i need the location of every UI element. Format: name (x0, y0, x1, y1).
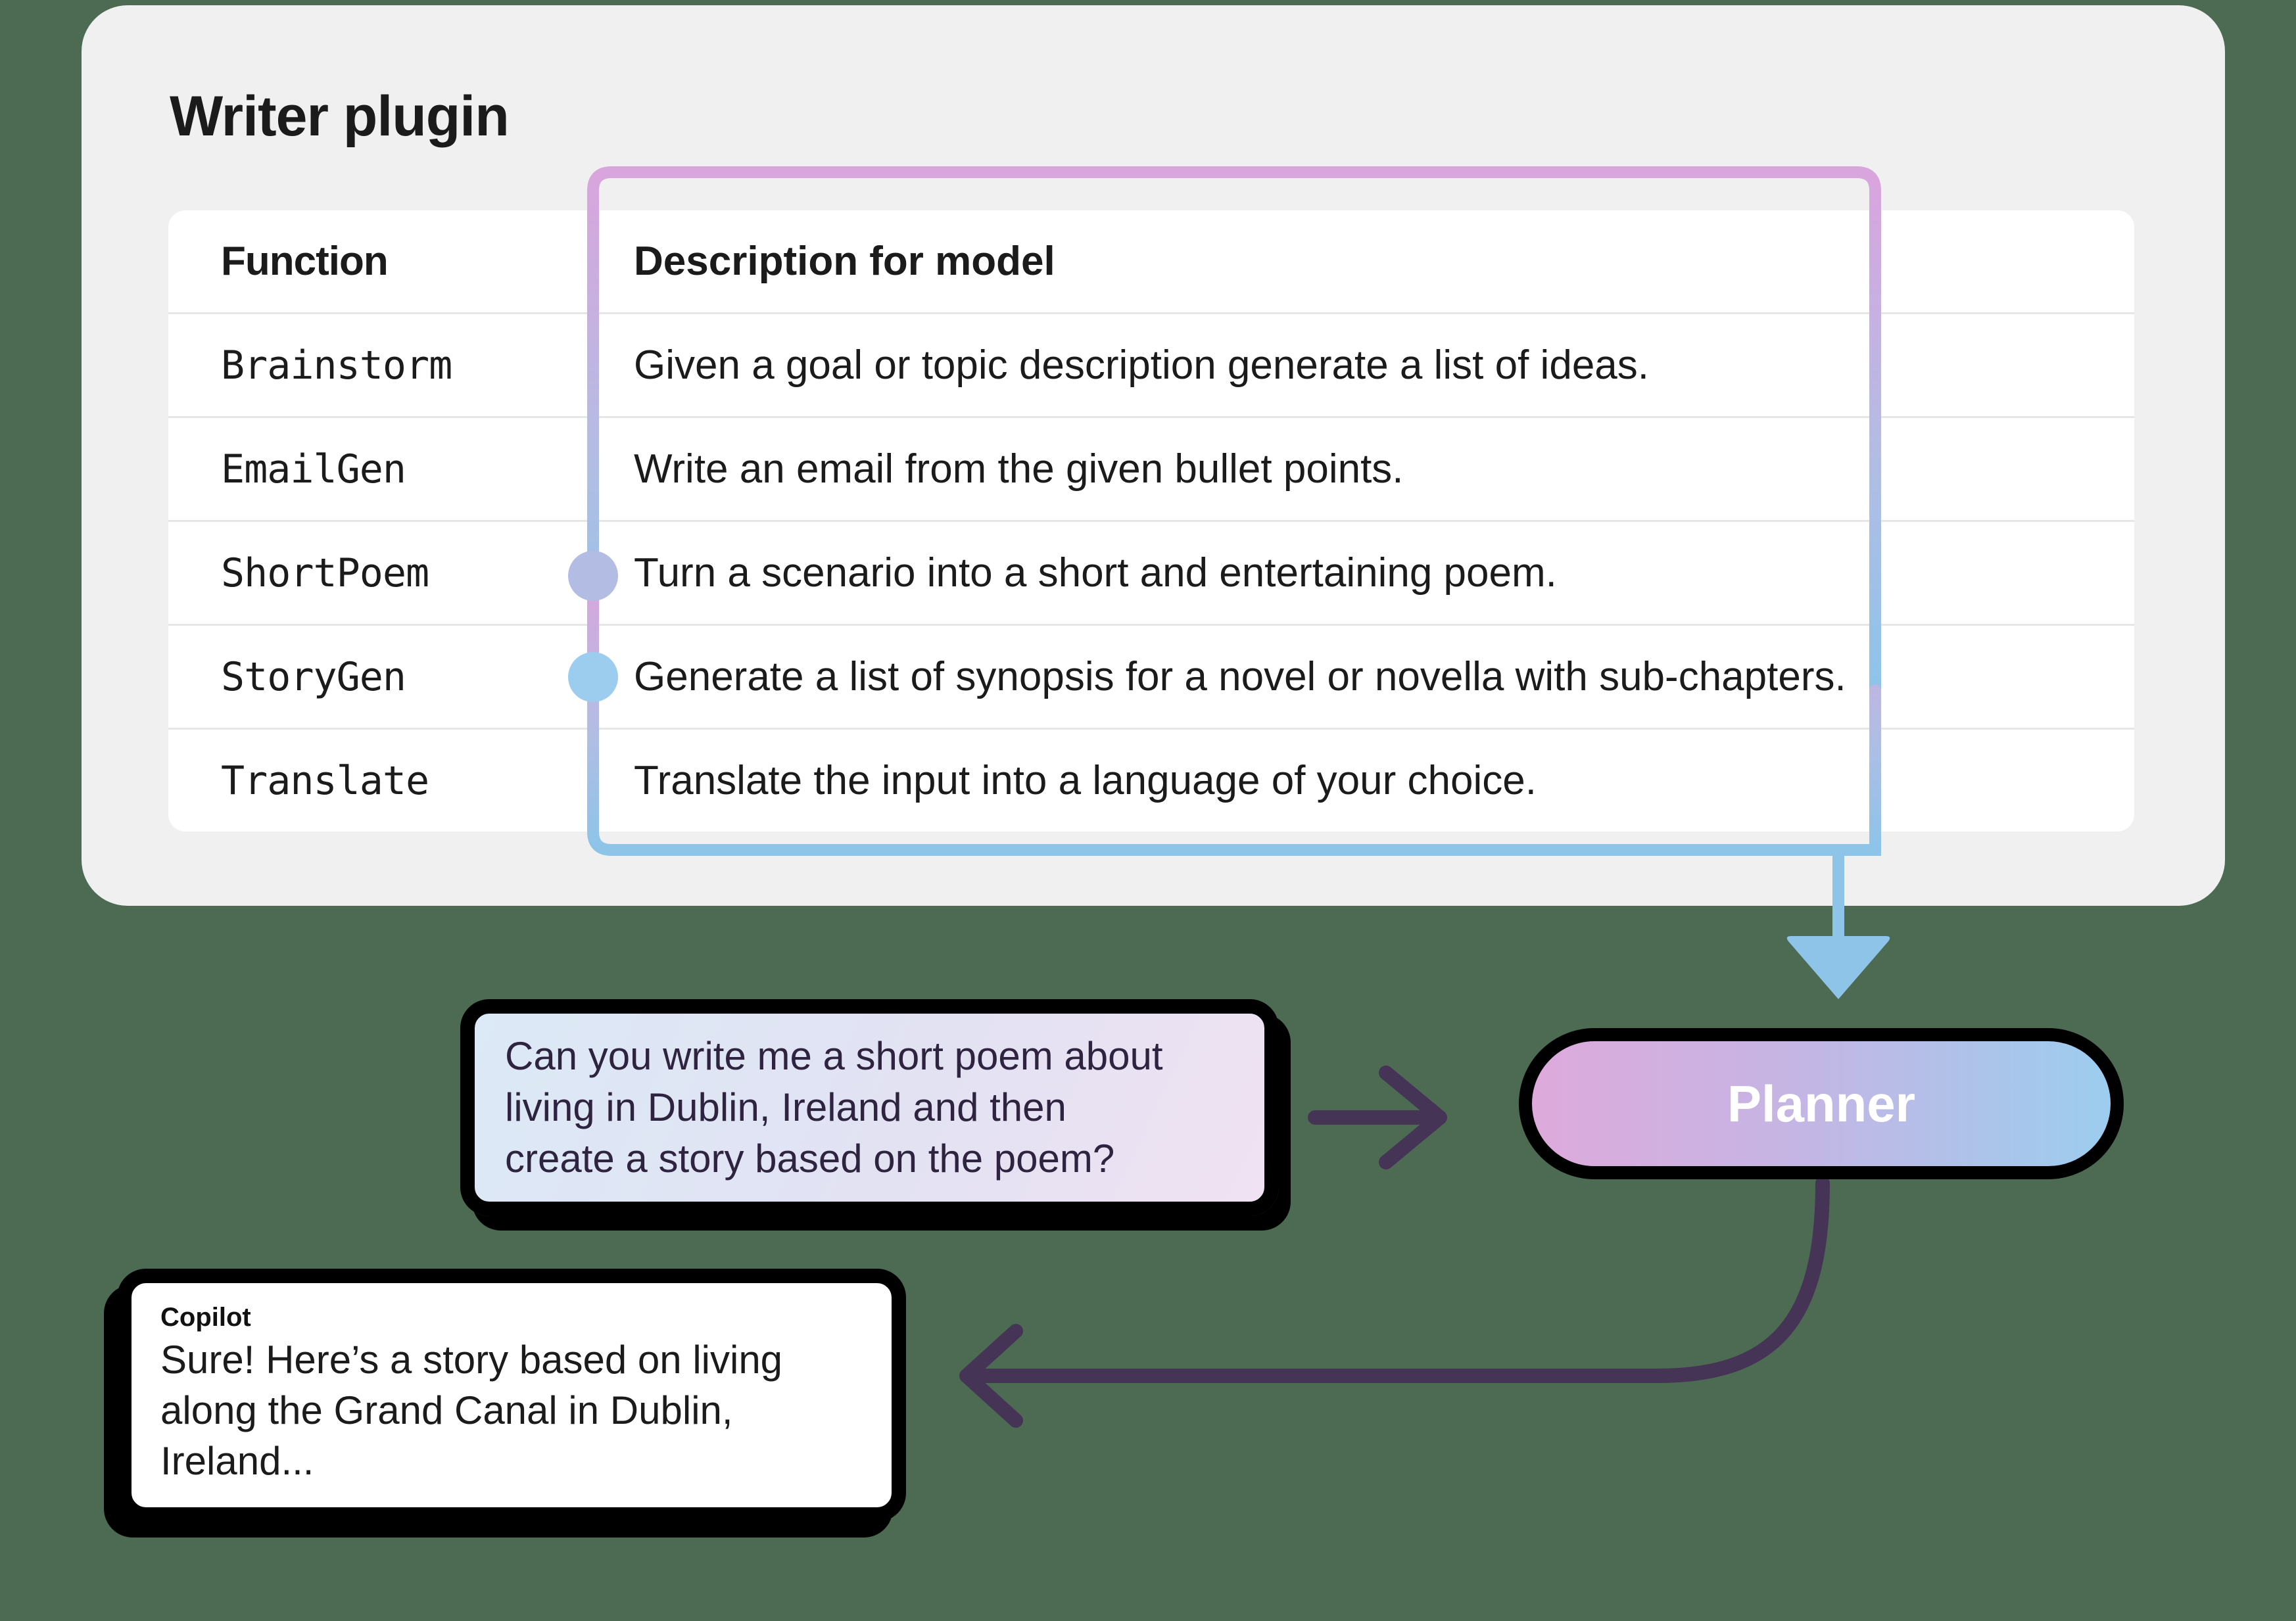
function-description: Generate a list of synopsis for a novel … (634, 654, 1846, 699)
function-description: Given a goal or topic description genera… (634, 342, 1650, 388)
table-row[interactable]: StoryGen Generate a list of synopsis for… (168, 626, 2134, 730)
planner-to-copilot-arrowhead (959, 1324, 1023, 1428)
table-row[interactable]: Brainstorm Given a goal or topic descrip… (168, 314, 2134, 418)
planner-feed-arrowhead (1786, 936, 1890, 999)
table-row[interactable]: Translate Translate the input into a lan… (168, 730, 2134, 832)
function-description: Turn a scenario into a short and enterta… (634, 550, 1557, 596)
user-to-planner-arrowhead (1379, 1066, 1447, 1169)
user-message-text: Can you write me a short poem about livi… (505, 1034, 1163, 1181)
page-title: Writer plugin (170, 85, 510, 148)
copilot-sender-label: Copilot (160, 1303, 251, 1332)
function-description: Write an email from the given bullet poi… (634, 446, 1404, 492)
user-message-bubble[interactable]: Can you write me a short poem about livi… (460, 999, 1279, 1216)
function-description: Translate the input into a language of y… (634, 758, 1537, 803)
function-name: EmailGen (221, 446, 406, 492)
column-header-function: Function (221, 239, 389, 284)
planner-label: Planner (1727, 1074, 1916, 1133)
copilot-message-text: Sure! Here’s a story based on living alo… (160, 1338, 783, 1483)
function-name: StoryGen (221, 653, 406, 700)
planner-node[interactable]: Planner (1519, 1028, 2124, 1179)
function-name: ShortPoem (221, 550, 429, 596)
table-header-row: Function Description for model (168, 210, 2134, 314)
function-name: Brainstorm (221, 342, 452, 388)
function-name: Translate (221, 757, 429, 804)
table-row[interactable]: ShortPoem Turn a scenario into a short a… (168, 522, 2134, 626)
copilot-message-bubble[interactable]: Copilot Sure! Here’s a story based on li… (117, 1269, 906, 1522)
table-row[interactable]: EmailGen Write an email from the given b… (168, 418, 2134, 522)
function-table: Function Description for model Brainstor… (168, 210, 2134, 832)
column-header-description: Description for model (634, 239, 1055, 284)
